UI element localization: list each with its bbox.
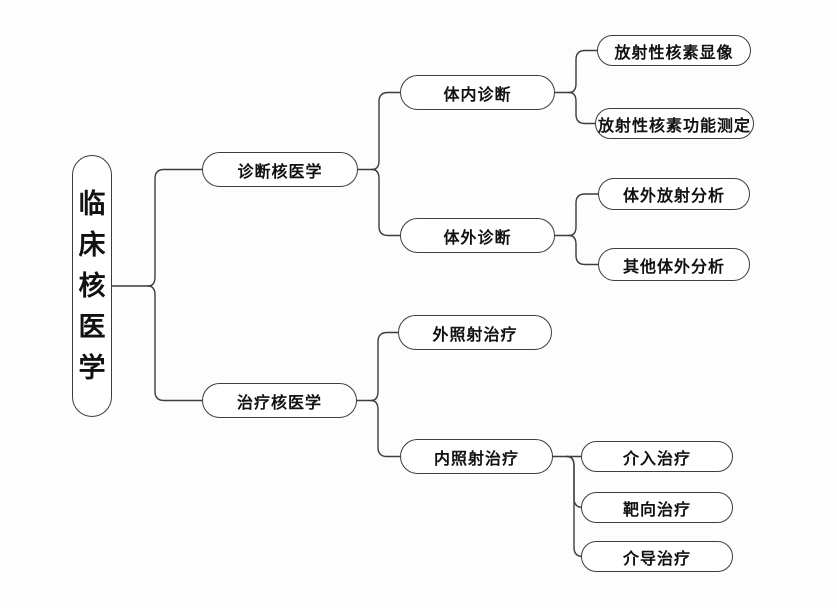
node-clinical-nuclear-medicine[interactable]: 临床核医学 — [72, 155, 112, 417]
node-external-radiation-therapy[interactable]: 外照射治疗 — [398, 315, 552, 350]
node-interventional-therapy[interactable]: 介入治疗 — [581, 441, 733, 472]
node-label: 体外放射分析 — [622, 188, 725, 205]
node-label: 体内诊断 — [443, 86, 512, 104]
node-label: 体外诊断 — [443, 229, 512, 247]
node-label: 放射性核素显像 — [614, 44, 734, 62]
node-in-vitro-radioassay[interactable]: 体外放射分析 — [598, 178, 750, 210]
node-other-in-vitro-assay[interactable]: 其他体外分析 — [598, 248, 750, 281]
node-label: 临床核医学 — [78, 188, 106, 383]
node-mediated-therapy[interactable]: 介导治疗 — [581, 541, 733, 572]
node-label: 外照射治疗 — [432, 326, 518, 344]
node-label: 诊断核医学 — [237, 163, 323, 181]
node-radionuclide-function-measurement[interactable]: 放射性核素功能测定 — [595, 108, 754, 139]
node-label: 靶向治疗 — [622, 501, 691, 519]
node-label: 介导治疗 — [622, 550, 691, 568]
node-in-vitro-diagnosis[interactable]: 体外诊断 — [400, 218, 555, 253]
node-diagnostic-nuclear-medicine[interactable]: 诊断核医学 — [202, 152, 358, 187]
node-internal-radiation-therapy[interactable]: 内照射治疗 — [400, 439, 553, 474]
node-label: 治疗核医学 — [236, 394, 322, 412]
node-therapeutic-nuclear-medicine[interactable]: 治疗核医学 — [202, 383, 357, 418]
node-targeted-therapy[interactable]: 靶向治疗 — [581, 492, 733, 523]
node-label: 介入治疗 — [622, 450, 691, 468]
node-label: 放射性核素功能测定 — [597, 117, 751, 135]
node-label: 内照射治疗 — [433, 450, 519, 468]
node-in-vivo-diagnosis[interactable]: 体内诊断 — [400, 75, 555, 110]
node-label: 其他体外分析 — [622, 258, 725, 276]
node-radionuclide-imaging[interactable]: 放射性核素显像 — [597, 35, 751, 66]
